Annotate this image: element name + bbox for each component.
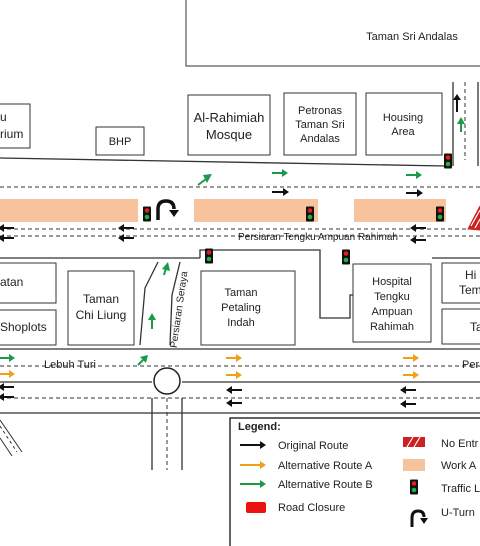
traffic-light-icon xyxy=(436,206,444,222)
arrow-icon xyxy=(406,171,422,179)
label-housing-2: Area xyxy=(391,126,415,138)
label-chi-liung-2: Chi Liung xyxy=(76,308,127,322)
svg-text:Traffic L: Traffic L xyxy=(441,483,480,495)
label-bhp: BHP xyxy=(109,136,132,148)
place-labels: Taman Sri Andalas BHP Al-Rahimiah Mosque… xyxy=(0,31,480,334)
traffic-light-icon xyxy=(342,249,350,265)
slip-road xyxy=(0,419,23,457)
legend-u-turn: U-Turn xyxy=(410,507,475,527)
label-hospital-2: Tengku xyxy=(374,291,409,303)
legend-no-entry: No Entr xyxy=(403,436,479,450)
legend: Legend: Original Route Alternative Route… xyxy=(229,417,480,546)
roundabout xyxy=(153,367,181,395)
label-right-mid-2: Tem xyxy=(459,283,480,297)
legend-road-closure: Road Closure xyxy=(246,502,345,514)
alt-route-a-arrows xyxy=(0,354,419,379)
label-hospital-1: Hospital xyxy=(372,276,412,288)
svg-text:Original Route: Original Route xyxy=(278,440,348,452)
label-petronas-2: Taman Sri xyxy=(295,119,345,131)
arrow-icon xyxy=(0,383,14,391)
arrow-icon xyxy=(0,224,14,232)
label-petaling-1: Taman xyxy=(224,287,257,299)
arrow-icon xyxy=(118,234,134,242)
arrow-icon xyxy=(0,370,15,378)
arrow-icon xyxy=(272,169,288,177)
no-entry-icon xyxy=(467,205,480,231)
svg-text:U-Turn: U-Turn xyxy=(441,507,475,519)
arrow-icon xyxy=(226,386,242,394)
svg-text:Alternative Route B: Alternative Route B xyxy=(278,479,373,491)
label-lebuh-turi: Lebuh Turi xyxy=(44,359,96,371)
lane-markings xyxy=(0,82,480,470)
label-hospital-4: Rahimah xyxy=(370,321,414,333)
arrow-icon xyxy=(118,224,134,232)
svg-text:Alternative Route A: Alternative Route A xyxy=(278,460,373,472)
arrow-icon xyxy=(457,117,465,132)
arrow-icon xyxy=(400,400,416,408)
label-petaling-2: Petaling xyxy=(221,302,261,314)
label-petronas-1: Petronas xyxy=(298,105,343,117)
arrow-icon xyxy=(0,234,14,242)
arrow-icon xyxy=(226,399,242,407)
arrow-icon xyxy=(226,354,242,362)
label-petronas-3: Andalas xyxy=(300,133,340,145)
road-edges xyxy=(0,82,480,470)
arrow-icon xyxy=(0,393,14,401)
label-left-top-1: u xyxy=(0,110,7,124)
svg-text:No Entr: No Entr xyxy=(441,438,479,450)
label-left-top-2: rium xyxy=(0,127,23,141)
traffic-light-icon xyxy=(410,479,418,495)
work-areas xyxy=(0,199,446,222)
label-al-rahimiah-1: Al-Rahimiah xyxy=(194,110,265,125)
label-right-road: Per xyxy=(462,359,479,371)
legend-title: Legend: xyxy=(238,421,281,433)
arrow-icon xyxy=(403,354,419,362)
label-right-bottom: Ta xyxy=(470,320,480,334)
arrow-icon xyxy=(410,224,426,232)
arrow-icon xyxy=(0,354,15,362)
label-petaling-3: Indah xyxy=(227,317,255,329)
arrow-icon xyxy=(226,371,242,379)
arrow-icon xyxy=(148,313,156,329)
legend-original-route: Original Route xyxy=(240,440,348,452)
legend-traffic-light: Traffic L xyxy=(410,479,480,495)
legend-work-area: Work A xyxy=(403,459,477,472)
svg-text:Road Closure: Road Closure xyxy=(278,502,345,514)
label-left-mid: atan xyxy=(0,275,23,289)
traffic-light-icon xyxy=(444,153,452,169)
arrow-icon xyxy=(272,188,289,196)
buildings xyxy=(0,0,480,346)
alt-route-b-arrows xyxy=(0,117,465,366)
svg-text:Work A: Work A xyxy=(441,460,477,472)
label-right-mid-1: Hi xyxy=(465,268,476,282)
label-chi-liung-1: Taman xyxy=(83,292,119,306)
arrow-icon xyxy=(137,355,148,366)
traffic-light-icon xyxy=(306,206,314,222)
label-taman-sri-andalas: Taman Sri Andalas xyxy=(366,31,458,43)
legend-alt-route-a: Alternative Route A xyxy=(240,460,373,472)
traffic-light-icon xyxy=(143,206,151,222)
arrow-icon xyxy=(406,189,423,197)
label-main-road: Persiaran Tengku Ampuan Rahimah xyxy=(238,232,398,243)
label-housing-1: Housing xyxy=(383,112,423,124)
label-hospital-3: Ampuan xyxy=(372,306,413,318)
u-turn-icon xyxy=(156,199,179,220)
label-al-rahimiah-2: Mosque xyxy=(206,127,252,142)
traffic-light-icon xyxy=(205,248,213,264)
original-route-arrows xyxy=(0,94,461,408)
arrow-icon xyxy=(453,94,461,112)
arrow-icon xyxy=(410,236,426,244)
arrow-icon xyxy=(400,386,416,394)
arrow-icon xyxy=(197,174,212,186)
arrow-icon xyxy=(403,371,419,379)
label-shoplots: Shoplots xyxy=(0,320,47,334)
arrow-icon xyxy=(162,262,170,276)
legend-alt-route-b: Alternative Route B xyxy=(240,479,373,491)
